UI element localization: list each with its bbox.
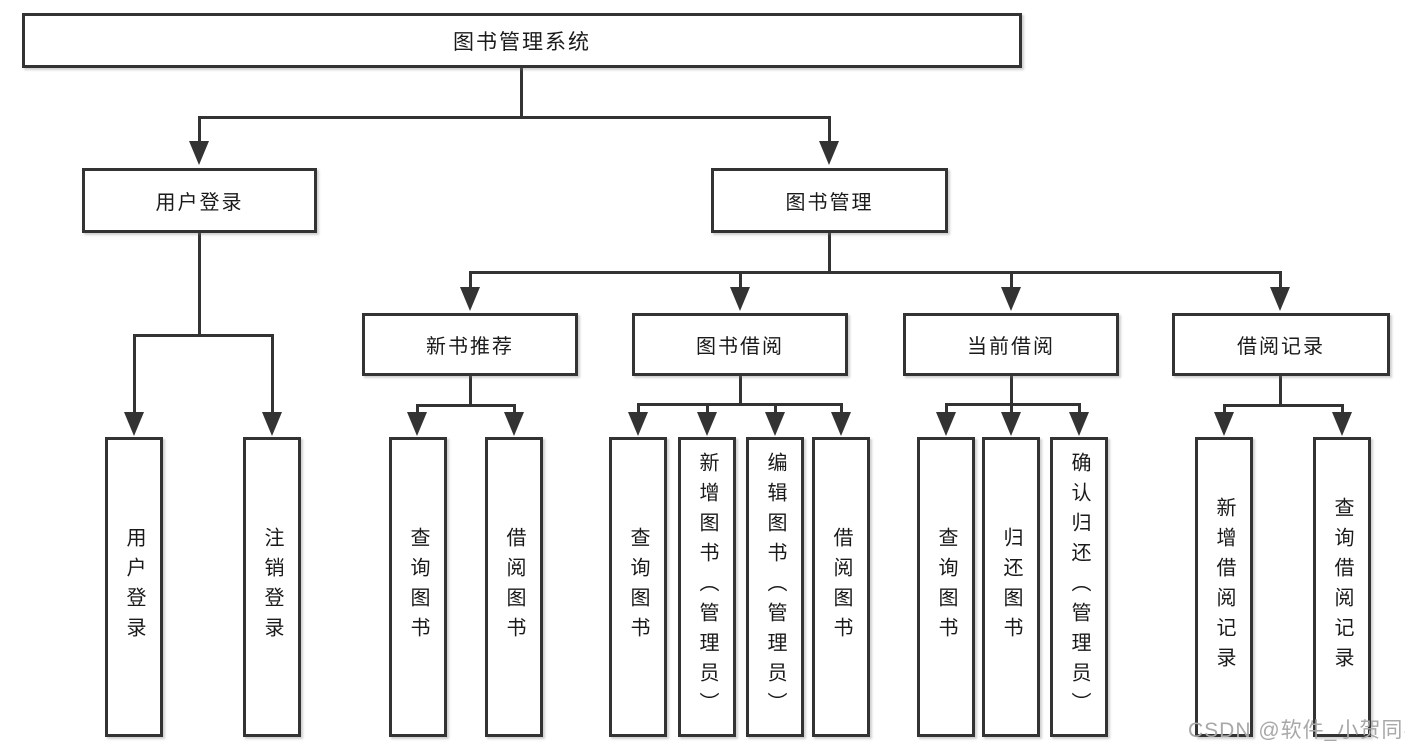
arrowhead-confirm-return-admin: [1069, 412, 1089, 436]
connector-userlogin-hline: [133, 334, 274, 337]
arrowhead-book-borrowing: [730, 287, 750, 311]
connector-current-shaft-3: [1078, 403, 1081, 414]
connector-bookmgmt-vline: [828, 233, 831, 274]
connector-root-left-shaft: [198, 116, 201, 144]
connector-bookmgmt-hline: [469, 271, 1282, 274]
arrowhead-query-books-c: [936, 412, 956, 436]
leaf-add-borrow-record: 新增借阅记录: [1195, 437, 1253, 737]
node-user-login: 用户登录: [82, 168, 317, 233]
connector-userlogin-vline: [198, 233, 201, 337]
node-book-borrowing-label: 图书借阅: [696, 336, 784, 358]
connector-borrowing-shaft-2: [706, 403, 709, 414]
leaf-query-borrow-record-label: 查询借阅记录: [1331, 497, 1353, 677]
node-borrowing-records-label: 借阅记录: [1237, 336, 1325, 358]
node-new-book-recommendation: 新书推荐: [362, 313, 578, 376]
node-book-borrowing: 图书借阅: [632, 313, 848, 376]
connector-current-vline: [1010, 376, 1013, 406]
arrowhead-borrowing-records: [1270, 287, 1290, 311]
arrowhead-query-books-a: [407, 412, 427, 436]
watermark: CSDN @软件_小贺同学: [1188, 719, 1405, 742]
arrowhead-new-book-recommendation: [460, 287, 480, 311]
connector-borrowing-vline: [739, 376, 742, 406]
leaf-return-books-label: 归还图书: [1000, 527, 1022, 647]
leaf-borrow-books-borrowing-label: 借阅图书: [830, 527, 852, 647]
arrowhead-user-login: [189, 141, 209, 165]
node-user-login-label: 用户登录: [155, 192, 244, 214]
arrowhead-leaf-user-login: [124, 412, 144, 436]
leaf-user-login-label: 用户登录: [123, 527, 145, 647]
connector-borrowing-hline: [637, 403, 843, 406]
leaf-query-books-recommend-label: 查询图书: [407, 527, 429, 647]
arrowhead-query-books-b: [628, 412, 648, 436]
connector-root-hline: [198, 116, 831, 119]
arrowhead-current-borrowing: [1001, 287, 1021, 311]
leaf-confirm-return-admin-label: 确认归还（管理员）: [1068, 452, 1090, 722]
arrowhead-query-borrow-record: [1332, 412, 1352, 436]
leaf-query-books-current: 查询图书: [917, 437, 975, 737]
connector-borrowing-shaft-3: [774, 403, 777, 414]
connector-records-shaft-1: [1223, 404, 1226, 414]
node-borrowing-records: 借阅记录: [1172, 313, 1390, 376]
leaf-add-book-admin-label: 新增图书（管理员）: [696, 452, 718, 722]
arrowhead-leaf-logout: [262, 412, 282, 436]
connector-borrowing-shaft-4: [840, 403, 843, 414]
node-book-management-label: 图书管理: [785, 192, 874, 214]
connector-records-vline: [1279, 376, 1282, 407]
leaf-edit-book-admin: 编辑图书（管理员）: [746, 437, 804, 737]
connector-bookmgmt-shaft-3: [1010, 271, 1013, 289]
leaf-logout: 注销登录: [243, 437, 301, 737]
connector-userlogin-left-shaft: [133, 334, 136, 414]
connector-borrowing-shaft-1: [637, 403, 640, 414]
leaf-borrow-books-borrowing: 借阅图书: [812, 437, 870, 737]
connector-current-shaft-1: [945, 403, 948, 414]
node-new-book-recommendation-label: 新书推荐: [426, 336, 514, 358]
node-book-management: 图书管理: [711, 168, 948, 233]
connector-bookmgmt-shaft-4: [1279, 271, 1282, 289]
connector-recommend-shaft-1: [416, 404, 419, 414]
connector-recommend-vline: [469, 376, 472, 407]
connector-recommend-hline: [416, 404, 516, 407]
arrowhead-add-borrow-record: [1214, 412, 1234, 436]
leaf-borrow-books-recommend-label: 借阅图书: [503, 527, 525, 647]
leaf-return-books: 归还图书: [982, 437, 1040, 737]
node-current-borrowing: 当前借阅: [903, 313, 1119, 376]
leaf-query-borrow-record: 查询借阅记录: [1313, 437, 1371, 737]
connector-bookmgmt-shaft-2: [739, 271, 742, 289]
connector-records-hline: [1223, 404, 1344, 407]
arrowhead-return-books: [1001, 412, 1021, 436]
connector-root-right-shaft: [828, 116, 831, 144]
arrowhead-add-book-admin: [697, 412, 717, 436]
leaf-query-books-borrowing-label: 查询图书: [627, 527, 649, 647]
connector-userlogin-right-shaft: [271, 334, 274, 414]
connector-root-vline: [520, 68, 523, 118]
leaf-add-book-admin: 新增图书（管理员）: [678, 437, 736, 737]
leaf-logout-label: 注销登录: [261, 527, 283, 647]
leaf-query-books-borrowing: 查询图书: [609, 437, 667, 737]
arrowhead-borrow-books-b: [831, 412, 851, 436]
arrowhead-book-management: [819, 141, 839, 165]
leaf-user-login: 用户登录: [105, 437, 163, 737]
connector-records-shaft-2: [1341, 404, 1344, 414]
leaf-borrow-books-recommend: 借阅图书: [485, 437, 543, 737]
connector-current-shaft-2: [1010, 403, 1013, 414]
arrowhead-edit-book-admin: [765, 412, 785, 436]
node-library-system-label: 图书管理系统: [453, 30, 591, 54]
leaf-confirm-return-admin: 确认归还（管理员）: [1050, 437, 1108, 737]
leaf-query-books-current-label: 查询图书: [935, 527, 957, 647]
connector-current-hline: [945, 403, 1081, 406]
leaf-edit-book-admin-label: 编辑图书（管理员）: [764, 452, 786, 722]
node-library-system: 图书管理系统: [22, 13, 1022, 68]
node-current-borrowing-label: 当前借阅: [967, 336, 1055, 358]
leaf-add-borrow-record-label: 新增借阅记录: [1213, 497, 1235, 677]
connector-recommend-shaft-2: [513, 404, 516, 414]
arrowhead-borrow-books-a: [504, 412, 524, 436]
leaf-query-books-recommend: 查询图书: [389, 437, 447, 737]
connector-bookmgmt-shaft-1: [469, 271, 472, 289]
